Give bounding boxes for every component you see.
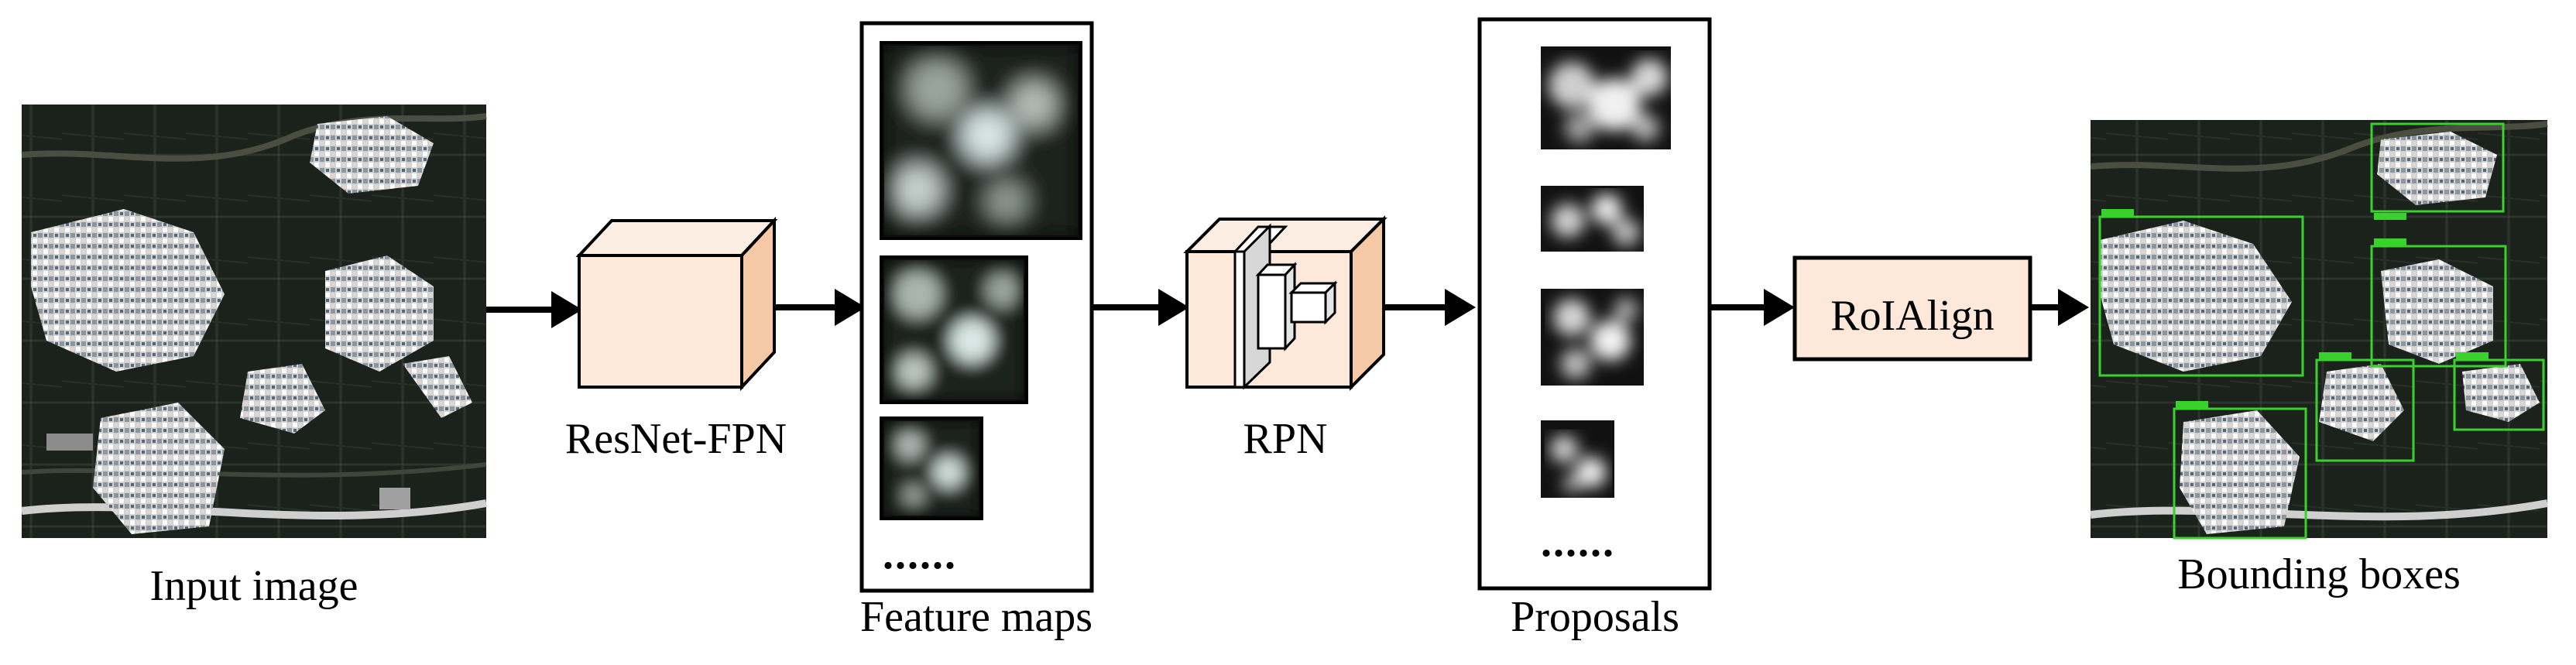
detection-tag-2 [2374,213,2406,220]
proposal-3 [1541,289,1644,386]
detection-tag-1 [2101,209,2134,216]
detection-box-3 [2370,245,2507,368]
roialign-box [1792,255,2032,362]
proposal-2 [1541,186,1644,252]
arrowhead-2 [835,289,866,326]
input-image-label: Input image [149,562,358,610]
arrowhead-3 [1158,289,1189,326]
proposals-panel [1477,17,1712,591]
detection-tag-3 [2374,238,2406,245]
arrowhead-4 [1445,289,1476,326]
feature-maps-panel [859,21,1094,593]
feature-map-1 [880,41,1082,240]
input-image [21,105,487,538]
resnet-fpn-label: ResNet-FPN [564,415,787,463]
bounding-boxes-label: Bounding boxes [2177,550,2461,598]
detection-tag-4 [2319,352,2351,359]
detection-tag-6 [2176,401,2208,408]
detection-tags [2101,209,2489,408]
feature-map-2 [880,255,1028,404]
detection-box-1 [2098,215,2304,377]
detection-tag-5 [2456,352,2489,359]
feature-maps-label: Feature maps [859,593,1093,641]
proposals-label: Proposals [1511,593,1679,641]
proposals-ellipsis: ...... [1541,518,1615,566]
rpn-label: RPN [1243,415,1328,463]
output-image [2090,120,2548,540]
arrowhead-6 [2058,289,2089,326]
feature-map-3 [880,416,983,520]
proposal-1 [1541,46,1671,149]
detection-box-6 [2173,407,2307,540]
roialign-label: RoIAlign [1830,292,1995,340]
arrowhead-5 [1764,289,1795,326]
resnet-fpn-block [575,216,778,392]
rpn-block [1183,215,1387,391]
arrowhead-1 [551,291,582,328]
detection-box-4 [2315,358,2415,462]
detection-box-5 [2453,358,2545,431]
detection-boxes [2098,122,2545,540]
proposal-4 [1541,420,1614,498]
detection-box-2 [2370,122,2505,213]
feature-maps-ellipsis: ...... [883,530,957,578]
